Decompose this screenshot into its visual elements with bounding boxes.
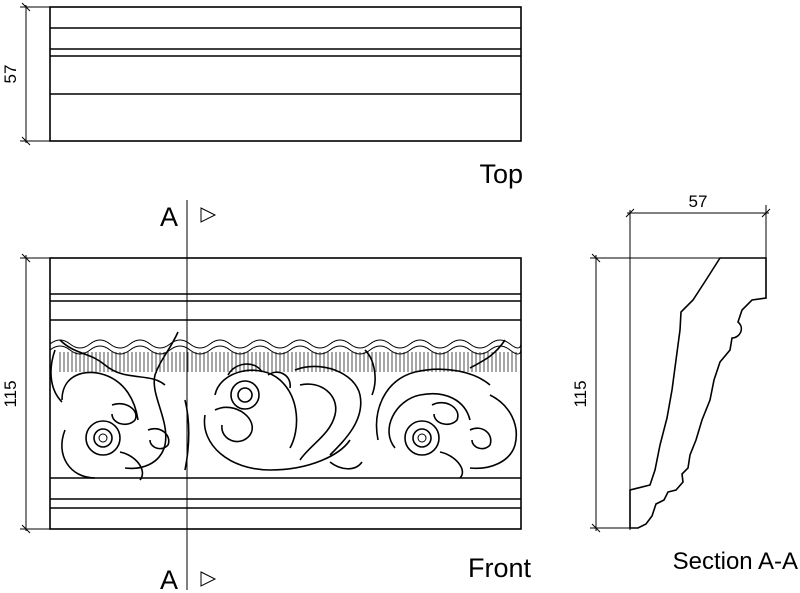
section-width-dimension: 57 xyxy=(625,192,771,530)
top-dimension-text: 57 xyxy=(1,65,20,84)
section-profile xyxy=(629,257,767,529)
triangle-right-icon xyxy=(200,571,217,587)
ornament-wave xyxy=(49,339,522,349)
top-view xyxy=(49,6,522,142)
section-height-text: 115 xyxy=(571,380,590,407)
section-marker-bottom: A xyxy=(160,565,178,593)
triangle-right-icon xyxy=(200,207,217,223)
front-dimension-text: 115 xyxy=(1,380,20,407)
front-view-label: Front xyxy=(468,553,532,583)
section-width-text: 57 xyxy=(689,192,708,211)
ornament-band xyxy=(49,331,522,481)
ornament-fluting xyxy=(59,352,517,372)
ornament-scroll-left xyxy=(50,331,179,481)
front-view-dimension: 115 xyxy=(1,253,50,534)
ornament-scroll-center xyxy=(184,349,376,471)
top-view-label: Top xyxy=(479,159,523,189)
section-view-label: Section A-A xyxy=(673,548,798,575)
section-marker-top: A xyxy=(160,202,178,232)
top-view-dimension: 57 xyxy=(1,2,50,146)
section-height-dimension: 115 xyxy=(571,253,720,533)
ornament-wave xyxy=(49,345,522,355)
front-view xyxy=(49,257,522,530)
ornament-scroll-right xyxy=(375,339,517,479)
section-cut-line: A A xyxy=(160,200,217,593)
